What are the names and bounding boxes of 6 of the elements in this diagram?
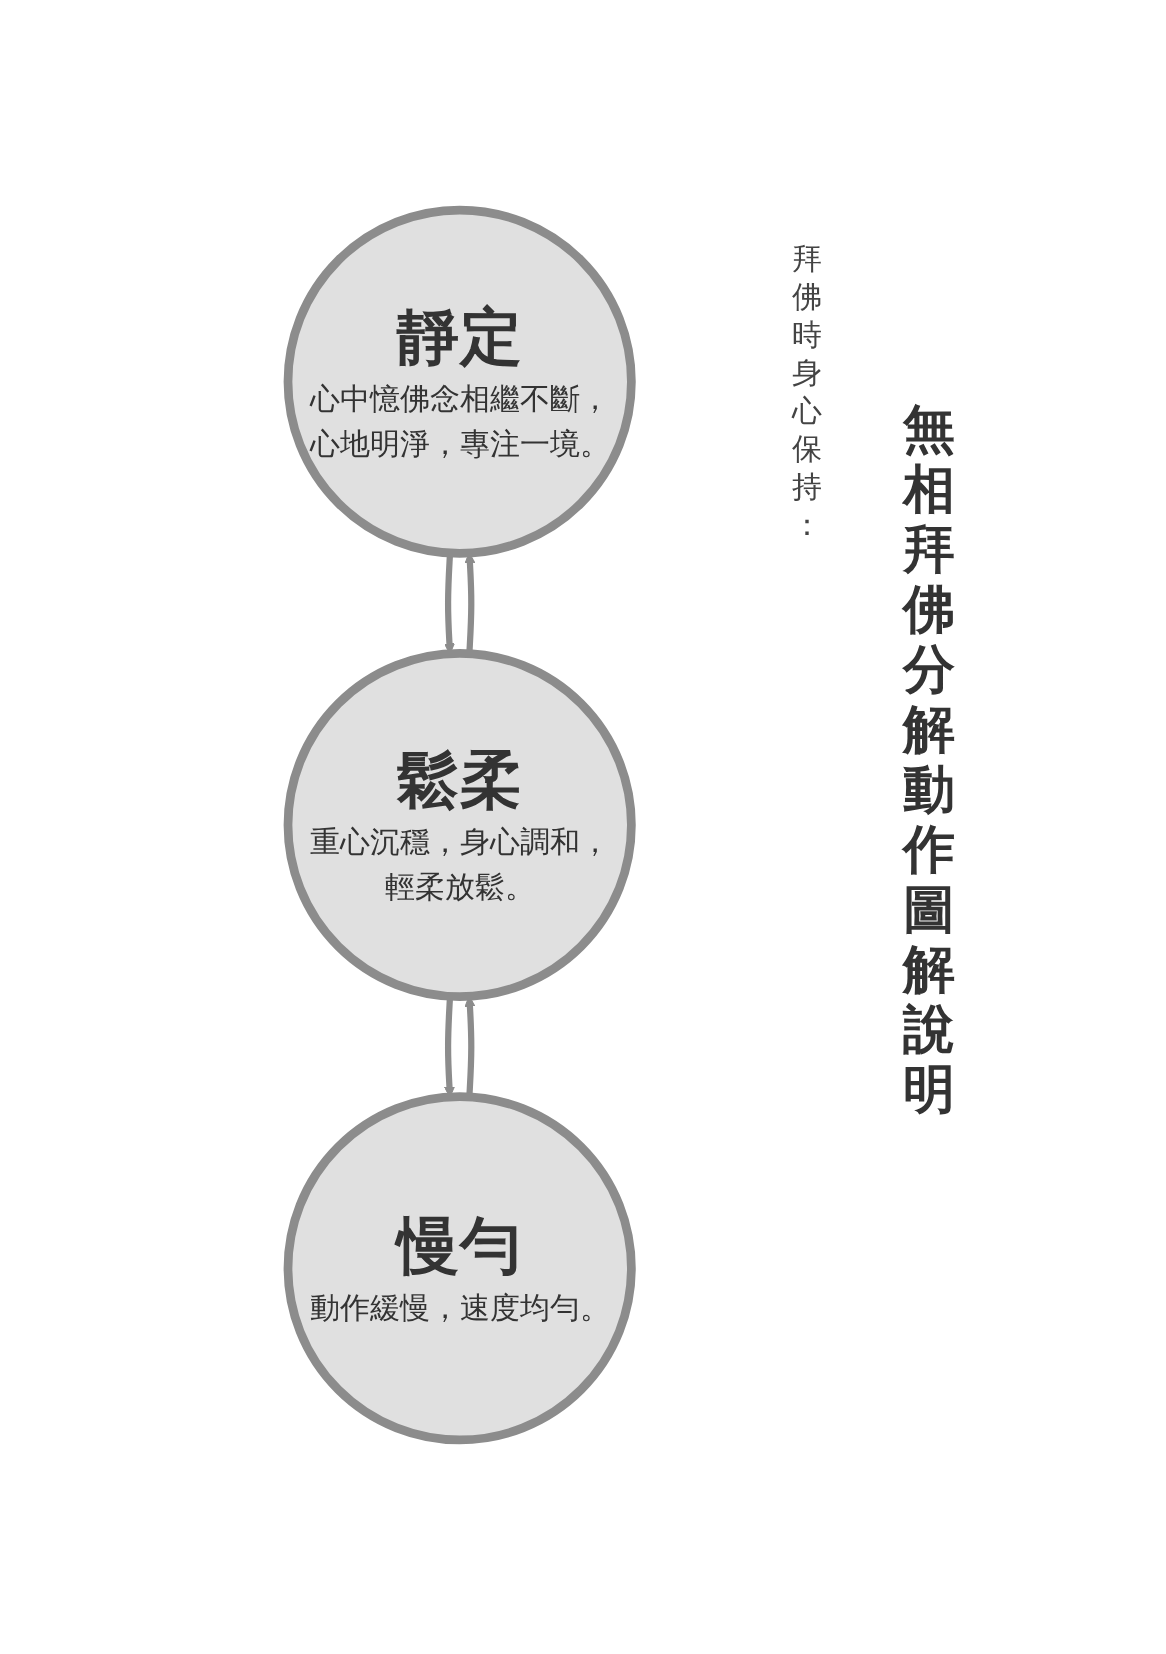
diagram-title: 無相拜佛分解動作圖解說明 <box>900 400 956 1120</box>
subtitle-text: 拜佛時身心保持： <box>790 240 823 544</box>
flow-diagram: 靜定 心中憶佛念相繼不斷，心地明淨，專注一境。 鬆柔 重心沉穩，身心調和，輕柔放鬆。 慢勻 動作緩慢，速度均勻。 <box>278 200 642 1450</box>
node-circle <box>283 648 637 1002</box>
node-circle <box>283 205 637 558</box>
node-circle <box>283 1092 637 1445</box>
